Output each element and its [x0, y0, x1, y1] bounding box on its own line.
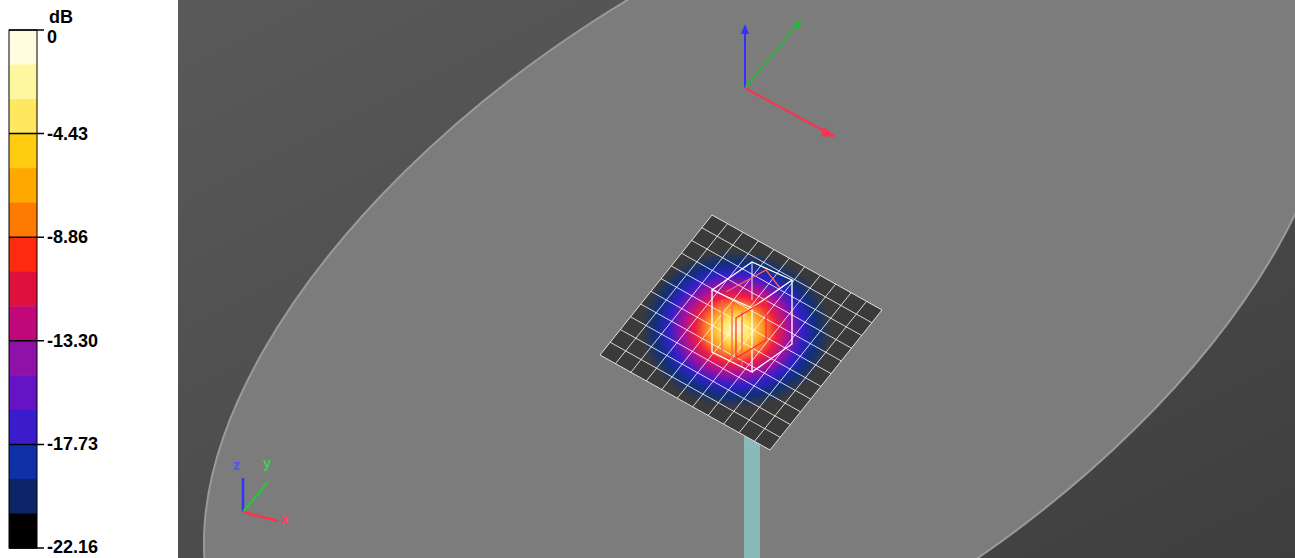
- phantom-shell: [54, 0, 1295, 558]
- axis-label: x: [281, 512, 289, 526]
- axis-triad-small: [243, 478, 278, 521]
- axis-triad: [741, 19, 836, 137]
- scale-value: -13.30: [47, 332, 98, 350]
- axis-label: z: [233, 458, 240, 472]
- unit-label: dB: [49, 8, 73, 26]
- axis-label: y: [263, 456, 271, 470]
- scan-grid: [600, 215, 882, 450]
- zoom-cube: [712, 262, 792, 372]
- scale-value: -22.16: [47, 538, 98, 556]
- scale-value: -8.86: [47, 228, 88, 246]
- scale-value: 0: [47, 28, 57, 46]
- scale-value: -4.43: [47, 125, 88, 143]
- scale-value: -17.73: [47, 435, 98, 453]
- color-scale: [9, 30, 44, 549]
